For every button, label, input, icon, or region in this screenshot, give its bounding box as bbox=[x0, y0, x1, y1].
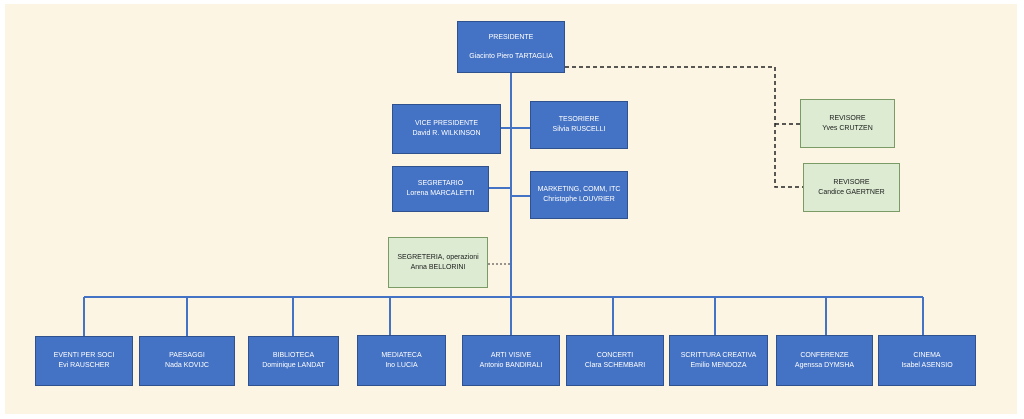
department-name: Ino LUCIA bbox=[385, 361, 418, 369]
treasurer-role: TESORIERE bbox=[558, 116, 600, 123]
secretary-name: Lorena MARCALETTI bbox=[406, 190, 475, 197]
department-name: Evi RAUSCHER bbox=[58, 362, 110, 369]
department-name: Agenssa DYMSHA bbox=[794, 361, 855, 369]
secretariat-name: Anna BELLORINI bbox=[410, 263, 466, 271]
secretary-role: SEGRETARIO bbox=[417, 180, 464, 187]
president-role: PRESIDENTE bbox=[488, 33, 534, 41]
vice-president-role: VICE PRESIDENTE bbox=[414, 120, 478, 127]
department-role: BIBLIOTECA bbox=[272, 352, 315, 359]
department-role: EVENTI PER SOCI bbox=[53, 352, 115, 359]
marketing-role: MARKETING, COMM, ITC bbox=[537, 186, 621, 193]
department-box-mediateca[interactable]: MEDIATECA Ino LUCIA bbox=[357, 335, 446, 386]
department-name: Dominique LANDAT bbox=[262, 362, 325, 369]
department-box-eventi[interactable]: EVENTI PER SOCI Evi RAUSCHER bbox=[35, 336, 133, 386]
department-name: Antonio BANDIRALI bbox=[479, 361, 543, 369]
secretariat-role: SEGRETERIA, operazioni bbox=[397, 253, 479, 261]
vice-president-name: David R. WILKINSON bbox=[412, 130, 481, 137]
treasurer-box[interactable]: TESORIERE Silvia RUSCELLI bbox=[530, 101, 628, 149]
department-box-arti-visive[interactable]: ARTI VISIVE Antonio BANDIRALI bbox=[462, 335, 560, 386]
marketing-name: Christophe LOUVRIER bbox=[543, 196, 615, 203]
auditor-connector bbox=[565, 66, 803, 188]
secretary-box[interactable]: SEGRETARIO Lorena MARCALETTI bbox=[392, 166, 489, 212]
department-name: Emilio MENDOZA bbox=[690, 361, 747, 369]
auditor-2-role: REVISORE bbox=[833, 178, 870, 186]
department-box-cinema[interactable]: CINEMA Isabel ASENSIO bbox=[878, 335, 976, 386]
department-role: PAESAGGI bbox=[169, 352, 205, 359]
department-box-conferenze[interactable]: CONFERENZE Agenssa DYMSHA bbox=[776, 335, 873, 386]
vice-president-box[interactable]: VICE PRESIDENTE David R. WILKINSON bbox=[392, 104, 501, 154]
department-name: Clara SCHEMBARI bbox=[584, 361, 646, 369]
department-role: MEDIATECA bbox=[381, 351, 422, 359]
auditor-1-name: Yves CRUTZEN bbox=[822, 124, 873, 132]
department-box-paesaggi[interactable]: PAESAGGI Nada KOVIJC bbox=[139, 336, 235, 386]
department-box-concerti[interactable]: CONCERTI Clara SCHEMBARI bbox=[566, 335, 664, 386]
auditor-box-2[interactable]: REVISORE Candice GAERTNER bbox=[803, 163, 900, 212]
treasurer-name: Silvia RUSCELLI bbox=[552, 126, 606, 133]
auditor-box-1[interactable]: REVISORE Yves CRUTZEN bbox=[800, 99, 895, 148]
department-name: Isabel ASENSIO bbox=[901, 361, 953, 369]
president-name: Giacinto Piero TARTAGLIA bbox=[469, 52, 553, 60]
auditor-1-role: REVISORE bbox=[829, 114, 866, 122]
department-name: Nada KOVIJC bbox=[165, 362, 209, 369]
department-role: CONCERTI bbox=[596, 351, 634, 359]
department-role: ARTI VISIVE bbox=[490, 351, 532, 359]
department-role: CINEMA bbox=[913, 351, 941, 359]
department-box-scrittura-creativa[interactable]: SCRITTURA CREATIVA Emilio MENDOZA bbox=[669, 335, 768, 386]
auditor-2-name: Candice GAERTNER bbox=[818, 188, 885, 196]
department-box-biblioteca[interactable]: BIBLIOTECA Dominique LANDAT bbox=[248, 336, 339, 386]
secretariat-box[interactable]: SEGRETERIA, operazioni Anna BELLORINI bbox=[388, 237, 488, 288]
president-box[interactable]: PRESIDENTE Giacinto Piero TARTAGLIA bbox=[457, 21, 565, 73]
department-role: CONFERENZE bbox=[800, 351, 849, 359]
department-role: SCRITTURA CREATIVA bbox=[680, 351, 757, 359]
marketing-box[interactable]: MARKETING, COMM, ITC Christophe LOUVRIER bbox=[530, 171, 628, 219]
